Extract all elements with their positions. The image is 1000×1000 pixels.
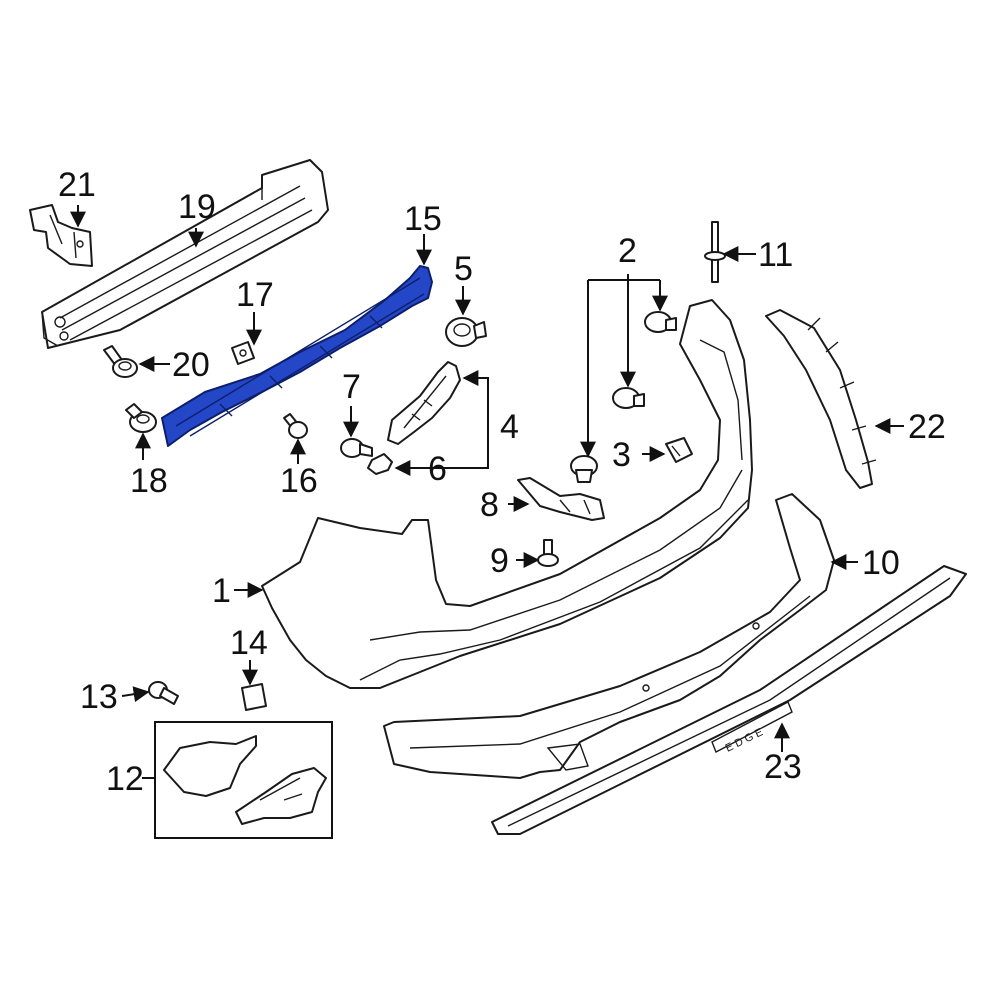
callout-18: 18 <box>130 462 168 500</box>
callout-11: 11 <box>758 236 793 274</box>
callout-labels: 21 19 15 5 17 20 18 16 7 6 4 2 3 8 9 11 … <box>58 166 946 798</box>
callout-5: 5 <box>454 250 473 288</box>
callout-10: 10 <box>862 544 900 582</box>
callout-9: 9 <box>490 542 509 580</box>
part-15-energy-absorber[interactable] <box>161 265 433 447</box>
callout-19: 19 <box>178 188 216 226</box>
callout-14: 14 <box>230 624 268 662</box>
part-21-bracket[interactable] <box>29 204 93 267</box>
part-12-kit-box <box>154 721 333 839</box>
part-20-bolt[interactable] <box>103 345 138 378</box>
callout-3: 3 <box>612 436 631 474</box>
callout-13: 13 <box>80 678 118 716</box>
callout-8: 8 <box>480 486 499 524</box>
callout-23: 23 <box>764 748 802 786</box>
callout-16: 16 <box>280 462 318 500</box>
callout-22: 22 <box>908 408 946 446</box>
part-4-side-bracket[interactable] <box>387 361 461 445</box>
part-6-clip[interactable] <box>367 453 393 475</box>
part-17-clip[interactable] <box>231 341 255 365</box>
part-18-push-pin[interactable] <box>125 403 157 433</box>
callout-1: 1 <box>212 572 231 610</box>
part-9-bolt[interactable] <box>537 539 559 567</box>
part-14-clip[interactable] <box>241 683 267 711</box>
callout-6: 6 <box>428 450 447 488</box>
callout-15: 15 <box>404 200 442 238</box>
part-3-clip[interactable] <box>665 437 693 463</box>
part-16-bolt[interactable] <box>283 413 308 439</box>
callout-12: 12 <box>106 760 144 798</box>
leader-lines <box>70 205 904 779</box>
part-22-side-molding[interactable] <box>765 309 877 489</box>
callout-4: 4 <box>500 408 519 446</box>
part-19-reinforcement-beam[interactable] <box>41 159 329 349</box>
part-1-bumper-cover[interactable] <box>261 299 753 689</box>
callout-17: 17 <box>236 276 274 314</box>
callout-20: 20 <box>172 346 210 384</box>
callout-2: 2 <box>618 232 637 270</box>
part-13-bolt[interactable] <box>148 681 179 705</box>
part-2-push-clips[interactable] <box>570 311 677 483</box>
callout-7: 7 <box>342 368 361 406</box>
callout-21: 21 <box>58 166 96 204</box>
part-7-push-pin[interactable] <box>340 438 373 458</box>
part-5-push-clip[interactable] <box>445 317 487 347</box>
part-12-kit-parts[interactable] <box>163 735 327 825</box>
part-23-step-pad[interactable] <box>491 565 967 835</box>
part-10-lower-valance[interactable] <box>383 493 835 779</box>
part-8-bracket[interactable] <box>517 477 605 521</box>
part-11-stud[interactable] <box>704 221 726 283</box>
